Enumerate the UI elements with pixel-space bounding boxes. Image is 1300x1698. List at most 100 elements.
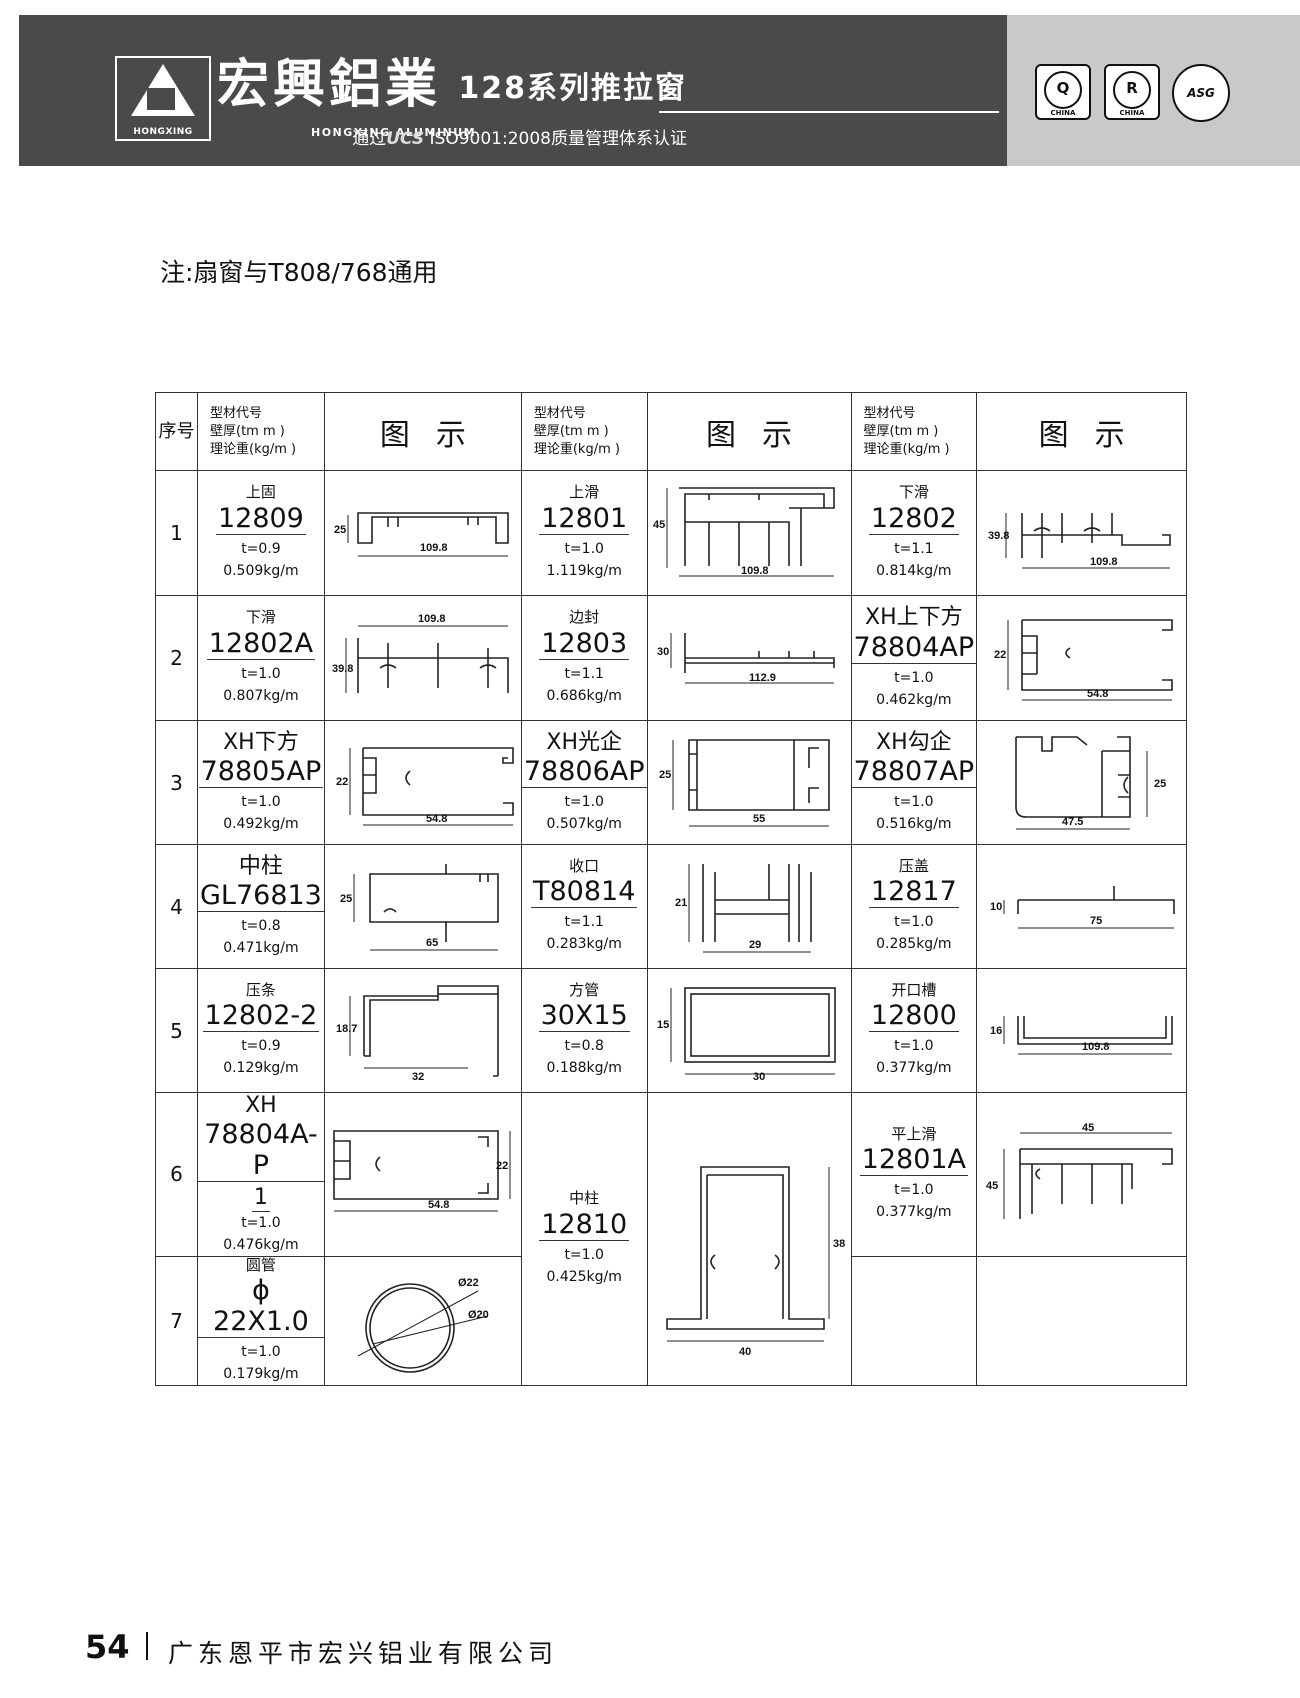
svg-text:109.8: 109.8 (418, 613, 446, 625)
brand-logo: HONGXING (115, 56, 211, 141)
svg-text:22: 22 (336, 776, 348, 788)
svg-text:75: 75 (1090, 915, 1102, 927)
profile-drawing-78804AP: 22 54.8 (976, 595, 1188, 721)
svg-text:30: 30 (753, 1071, 765, 1083)
profile-drawing-78805AP: 22 54.8 (323, 720, 522, 845)
svg-text:25: 25 (659, 769, 671, 781)
svg-text:45: 45 (653, 519, 665, 531)
profile-code: 78807AP (851, 756, 977, 789)
profile-code: 12800 (868, 1000, 959, 1033)
footer-divider (146, 1632, 148, 1660)
profile-drawing-T80814: 21 29 (646, 844, 852, 969)
svg-text:45: 45 (986, 1180, 998, 1192)
table-header-row: 序号 型材代号壁厚(tm m )理论重(kg/m ) 图示 型材代号壁厚(tm … (155, 392, 1188, 471)
profile-drawing-12810: 38 40 (646, 1091, 852, 1387)
profile-drawing-12803: 30 112.9 (646, 595, 852, 721)
header-info: 型材代号壁厚(tm m )理论重(kg/m ) (520, 392, 648, 471)
svg-text:39.8: 39.8 (332, 663, 353, 675)
header-figure: 图示 (976, 392, 1188, 471)
header-info: 型材代号壁厚(tm m )理论重(kg/m ) (197, 392, 325, 471)
svg-text:54.8: 54.8 (1087, 688, 1108, 700)
svg-text:112.9: 112.9 (749, 672, 776, 684)
profile-code: 12801 (539, 502, 630, 535)
profile-drawing-78807AP: 25 47.5 (976, 720, 1188, 845)
profile-code: T80814 (530, 876, 638, 909)
profile-code: 12802 (868, 502, 959, 535)
svg-text:29: 29 (749, 939, 761, 951)
svg-text:109.8: 109.8 (741, 565, 769, 577)
profile-drawing-round-tube: Ø22 Ø20 (323, 1255, 522, 1387)
profile-code: 12809 (215, 502, 306, 535)
svg-text:22: 22 (496, 1160, 508, 1172)
profile-drawing-GL76813: 25 65 (323, 844, 522, 969)
svg-text:109.8: 109.8 (1090, 556, 1118, 568)
empty-cell (976, 1255, 1188, 1387)
svg-text:47.5: 47.5 (1062, 816, 1083, 828)
svg-text:21: 21 (675, 897, 687, 909)
svg-text:15: 15 (657, 1019, 669, 1031)
svg-text:109.8: 109.8 (1082, 1041, 1110, 1053)
svg-text:22: 22 (994, 649, 1006, 661)
profile-code: 30X15 (538, 1000, 630, 1033)
profile-code: 12802A (206, 627, 316, 660)
profile-drawing-12801A: 45 454545 (976, 1092, 1188, 1257)
iso-certification: 通过UCS ISO9001:2008质量管理体系认证 (352, 129, 687, 149)
row-seq: 1 (155, 470, 198, 596)
svg-text:109.8: 109.8 (420, 542, 448, 554)
profile-code: 78805AP (198, 756, 324, 789)
svg-text:10: 10 (990, 901, 1002, 913)
svg-text:54.8: 54.8 (428, 1199, 449, 1211)
svg-text:25: 25 (1154, 778, 1166, 790)
svg-text:65: 65 (426, 937, 438, 949)
profile-code: 12801A (859, 1143, 969, 1176)
profile-drawing-12800: 16 109.8 (976, 968, 1188, 1093)
cert-q-icon: Q CHINA (1035, 64, 1091, 120)
profile-drawing-12802-2: 18.7 32 (323, 968, 522, 1093)
profile-drawing-12802: 39.8 109.8 (976, 470, 1188, 596)
profile-drawing-78804A-P1: 22 54.8 (323, 1092, 522, 1257)
header-banner: HONGXING 宏興鋁業 HONGXING ALUMINUM 128系列推拉窗… (19, 15, 1007, 166)
brand-name-cn: 宏興鋁業 (217, 55, 442, 115)
svg-text:25: 25 (340, 893, 352, 905)
row-seq: 2 (155, 595, 198, 721)
page-note: 注:扇窗与T808/768通用 (160, 258, 438, 287)
cert-asg-icon: ASG (1172, 64, 1230, 122)
svg-text:Ø22: Ø22 (458, 1277, 479, 1289)
page-number: 54 (85, 1628, 130, 1666)
profile-drawing-12802A: 109.8 39.8 (323, 595, 522, 721)
row-seq: 4 (155, 844, 198, 969)
svg-text:16: 16 (990, 1025, 1002, 1037)
row-seq: 7 (155, 1255, 198, 1387)
empty-cell (850, 1255, 978, 1387)
ucs-mark: UCS (386, 129, 425, 149)
series-title: 128系列推拉窗 (458, 71, 687, 106)
row-seq: 6 (155, 1092, 198, 1257)
svg-text:54.8: 54.8 (426, 813, 447, 825)
profile-drawing-78806AP: 25 55 (646, 720, 852, 845)
svg-text:32: 32 (412, 1071, 424, 1083)
